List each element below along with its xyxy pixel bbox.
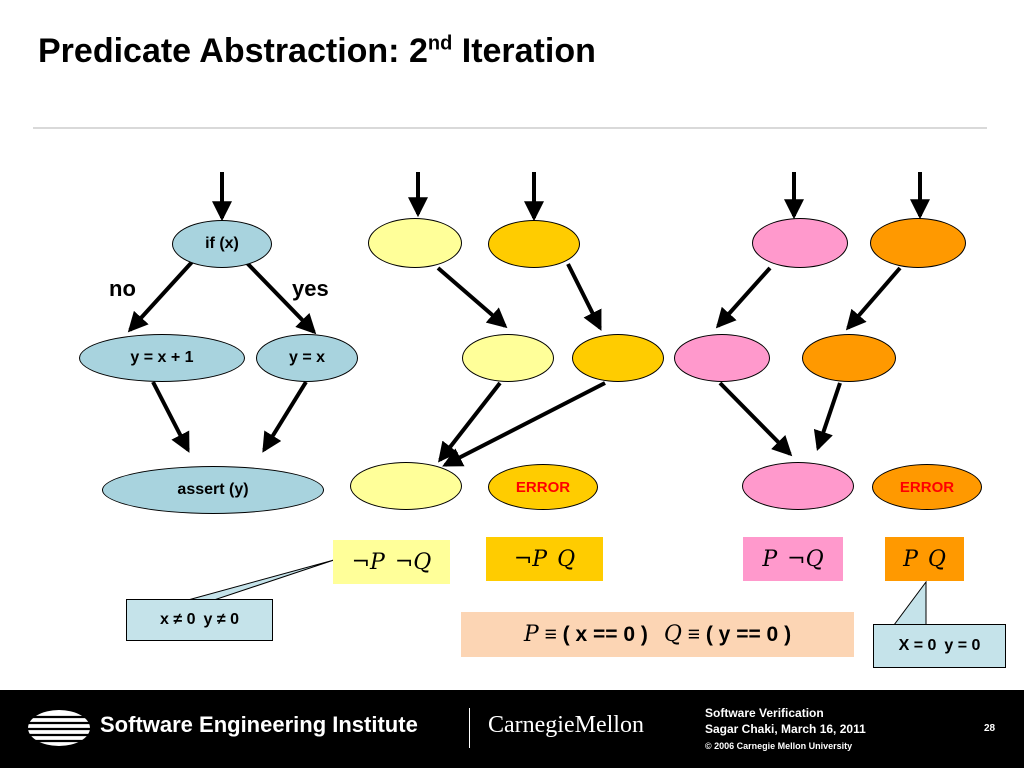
abs-b-node-3 [674,334,770,382]
footer-institute: Software Engineering Institute [100,712,418,737]
predicate-p: P [523,622,539,647]
cfg-node-assert: assert (y) [102,466,324,514]
sei-logo-icon [26,710,92,746]
footer-course: Software Verification [705,706,824,720]
predicate-definitions: P ≡ ( x == 0 ) Q ≡ ( y == 0 ) [461,612,854,657]
cfg-node-increment: y = x + 1 [79,334,245,382]
footer-divider [469,708,470,748]
abs-b-error-node: ERROR [872,464,982,510]
slide-title: Predicate Abstraction: 2nd Iteration [38,32,596,70]
cfg-node-if: if (x) [172,220,272,268]
edge-if-to-assign [244,260,317,335]
abs-b-node-4 [802,334,896,382]
footer-copyright: © 2006 Carnegie Mellon University [705,741,853,751]
abs-a-error-node: ERROR [488,464,598,510]
edge-b3-to-b5 [718,381,793,457]
predicate-p-definition: ≡ ( x == 0 ) [544,622,648,646]
predicate-q-definition: ≡ ( y == 0 ) [687,622,792,646]
abs-a-node-3 [462,334,554,382]
label-yes: yes [292,276,329,301]
callout-right-pointer [893,580,927,626]
callout-left-pointer [187,559,335,601]
edge-assign-to-assert [262,380,308,453]
footer-university: CarnegieMellon [488,712,644,738]
edge-a3-to-a5 [438,381,502,463]
arrows-layer [127,172,930,626]
abs-a-node-1 [368,218,462,268]
abs-a-node-4 [572,334,664,382]
edge-if-to-inc [127,260,194,333]
title-divider [33,127,987,129]
state-box-p-notq: P¬Q [743,537,843,581]
abs-a-node-2 [488,220,580,268]
footer-bar: Software Engineering Institute CarnegieM… [0,690,1024,768]
edge-b4-to-b5 [813,382,842,452]
edge-a2-to-a4 [566,263,602,331]
abs-b-node-5 [742,462,854,510]
edge-inc-to-assert [151,381,190,453]
predicate-q: Q [663,622,682,647]
state-box-notp-notq: ¬P¬Q [333,540,450,584]
edge-b1-to-b3 [715,266,772,329]
abs-b-node-2 [870,218,966,268]
edge-a1-to-a3 [436,266,508,329]
label-no: no [109,276,136,301]
footer-page-number: 28 [984,723,996,734]
footer-author-date: Sagar Chaki, March 16, 2011 [705,722,866,736]
edge-b2-to-b4 [845,266,902,331]
abs-b-node-1 [752,218,848,268]
abs-a-node-5 [350,462,462,510]
edge-a4-to-a5 [442,381,606,467]
title-superscript: nd [427,32,453,55]
cfg-node-assign: y = x [256,334,358,382]
